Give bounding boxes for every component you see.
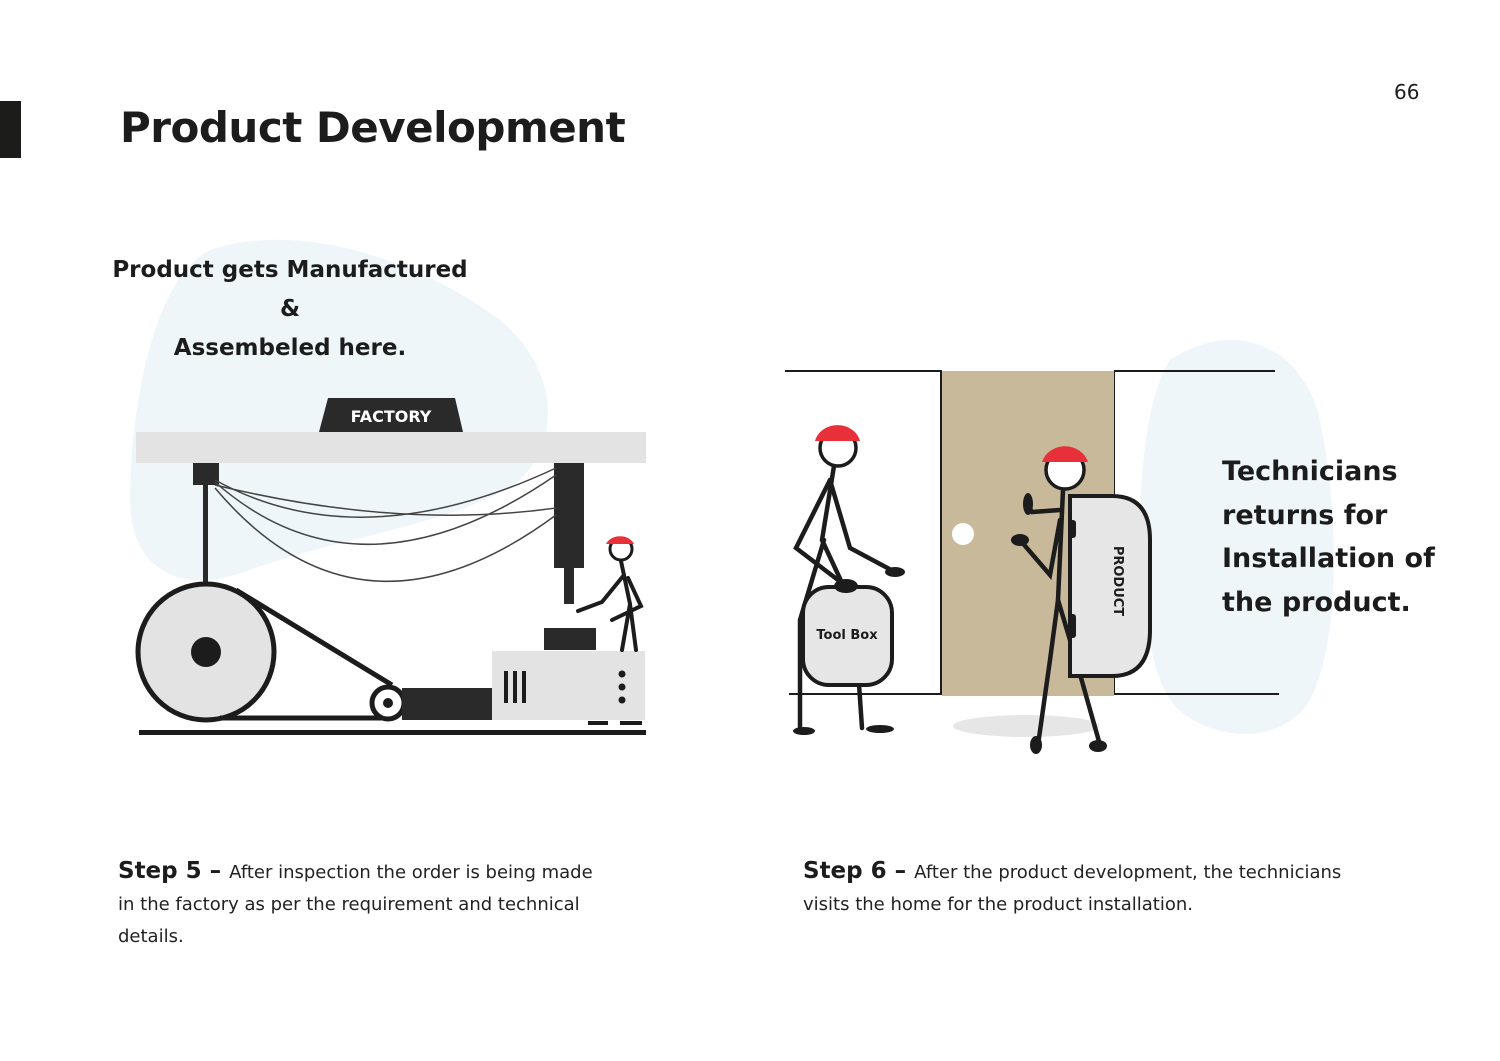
- step-5-description: Step 5 –After inspection the order is be…: [118, 855, 598, 953]
- step-5-label: Step 5 –: [118, 858, 222, 884]
- page-number: 66: [1394, 80, 1420, 104]
- factory-caption-line3: Assembeled here.: [173, 335, 407, 361]
- factory-machine: [135, 398, 646, 735]
- step-5-text: After inspection the order is being made…: [118, 862, 593, 947]
- page-title: Product Development: [120, 103, 626, 152]
- step-6-label: Step 6 –: [803, 858, 907, 884]
- helmet-icon: [815, 425, 860, 441]
- helmet-icon: [1042, 446, 1088, 462]
- step-6-description: Step 6 –After the product development, t…: [803, 855, 1363, 921]
- technician-product: [1011, 446, 1107, 754]
- helmet-icon: [606, 536, 634, 544]
- factory-sign-label: FACTORY: [351, 407, 432, 426]
- factory-worker: [576, 536, 644, 652]
- floor-shadow: [953, 715, 1099, 737]
- install-blob: [1140, 340, 1334, 734]
- factory-caption: Product gets Manufactured & Assembeled h…: [90, 251, 490, 368]
- door-knob: [952, 523, 974, 545]
- side-tab-marker: [0, 101, 21, 158]
- step-6-text: After the product development, the techn…: [803, 862, 1342, 915]
- factory-caption-line2: &: [279, 296, 301, 322]
- ceiling-beam: [136, 432, 646, 463]
- product-box-icon: [1068, 494, 1152, 678]
- product-label: PRODUCT: [1110, 546, 1125, 616]
- factory-sign: [319, 398, 463, 432]
- factory-floor: [139, 730, 646, 735]
- toolbox-label: Tool Box: [816, 628, 878, 643]
- factory-caption-line1: Product gets Manufactured: [112, 257, 468, 283]
- technician-caption: Technicians returns for Installation of …: [1222, 456, 1435, 618]
